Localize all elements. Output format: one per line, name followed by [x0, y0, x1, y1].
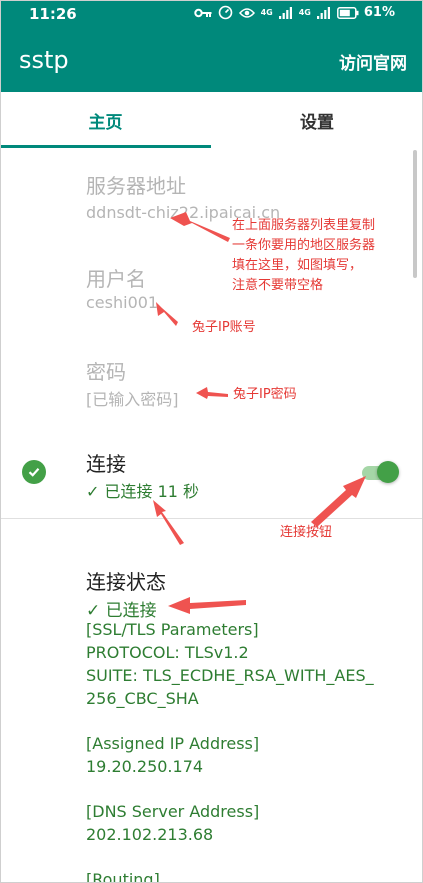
- account-annotation: 兔子IP账号: [192, 320, 256, 335]
- signal-label-1: 4G: [260, 8, 273, 17]
- battery: 61%: [336, 5, 395, 20]
- divider: [0, 518, 423, 519]
- annotation-line: 注意不要带空格: [232, 278, 324, 293]
- suite-line-2: 256_CBC_SHA: [86, 689, 199, 708]
- status-time: 11:26: [29, 5, 77, 23]
- battery-percent: 61%: [363, 5, 395, 20]
- annotation-line: 在上面服务器列表里复制: [232, 218, 376, 233]
- connected-check-icon: [22, 460, 46, 484]
- spacer: [86, 710, 406, 732]
- suite-line-1: SUITE: TLS_ECDHE_RSA_WITH_AES_: [86, 666, 374, 685]
- server-annotation: 在上面服务器列表里复制 一条你要用的地区服务器 填在这里，如图填写， 注意不要带…: [232, 216, 375, 296]
- arrow-duration: [153, 500, 184, 545]
- annotation-line: 填在这里，如图填写，: [232, 258, 363, 273]
- password-input[interactable]: [已输入密码]: [86, 390, 179, 409]
- status-icons: 4G 4G 61%: [193, 5, 395, 20]
- status-bar: 11:26 4G 4G: [0, 0, 423, 30]
- battery-icon: [336, 6, 359, 19]
- tab-settings[interactable]: 设置: [300, 112, 334, 133]
- connect-toggle[interactable]: [358, 461, 402, 483]
- app-title: sstp: [19, 46, 69, 74]
- arrow-username: [156, 302, 178, 326]
- connection-state: ✓ 已连接: [86, 601, 157, 621]
- dns-header: [DNS Server Address]: [86, 802, 260, 821]
- connect-duration: ✓ 已连接 11 秒: [86, 482, 200, 501]
- arrow-toggle: [311, 476, 366, 527]
- tab-indicator: [0, 145, 211, 148]
- spacer: [86, 846, 406, 868]
- signal-icon: [316, 6, 330, 19]
- signal-label-2: 4G: [298, 8, 311, 17]
- username-label: 用户名: [86, 267, 146, 291]
- speed-icon: [218, 5, 232, 20]
- scrollbar[interactable]: [413, 150, 417, 278]
- connection-status-title: 连接状态: [86, 570, 166, 594]
- routing-header: [Routing]: [86, 870, 160, 883]
- annotation-line: 一条你要用的地区服务器: [232, 238, 376, 253]
- key-icon: [193, 8, 212, 17]
- ssl-header: [SSL/TLS Parameters]: [86, 620, 259, 639]
- toggle-thumb: [377, 461, 399, 483]
- arrow-password: [196, 387, 228, 399]
- password-annotation: 兔子IP密码: [233, 387, 297, 402]
- signal-icon: [278, 6, 292, 19]
- protocol-line: PROTOCOL: TLSv1.2: [86, 643, 249, 662]
- dns-value: 202.102.213.68: [86, 825, 214, 844]
- server-label: 服务器地址: [86, 174, 186, 198]
- eye-icon: [238, 7, 255, 18]
- ip-value: 19.20.250.174: [86, 757, 204, 776]
- connection-details: [SSL/TLS Parameters] PROTOCOL: TLSv1.2 S…: [86, 618, 406, 883]
- ip-header: [Assigned IP Address]: [86, 734, 260, 753]
- app-bar: 11:26 4G 4G: [0, 0, 423, 92]
- password-label: 密码: [86, 360, 126, 384]
- username-input[interactable]: ceshi001: [86, 293, 159, 312]
- tab-bar: 主页 设置: [0, 92, 423, 148]
- connect-label: 连接: [86, 452, 126, 476]
- arrow-state: [168, 597, 246, 614]
- visit-website-button[interactable]: 访问官网: [339, 54, 407, 74]
- spacer: [86, 778, 406, 800]
- tab-home[interactable]: 主页: [88, 112, 123, 133]
- toggle-annotation: 连接按钮: [280, 525, 333, 540]
